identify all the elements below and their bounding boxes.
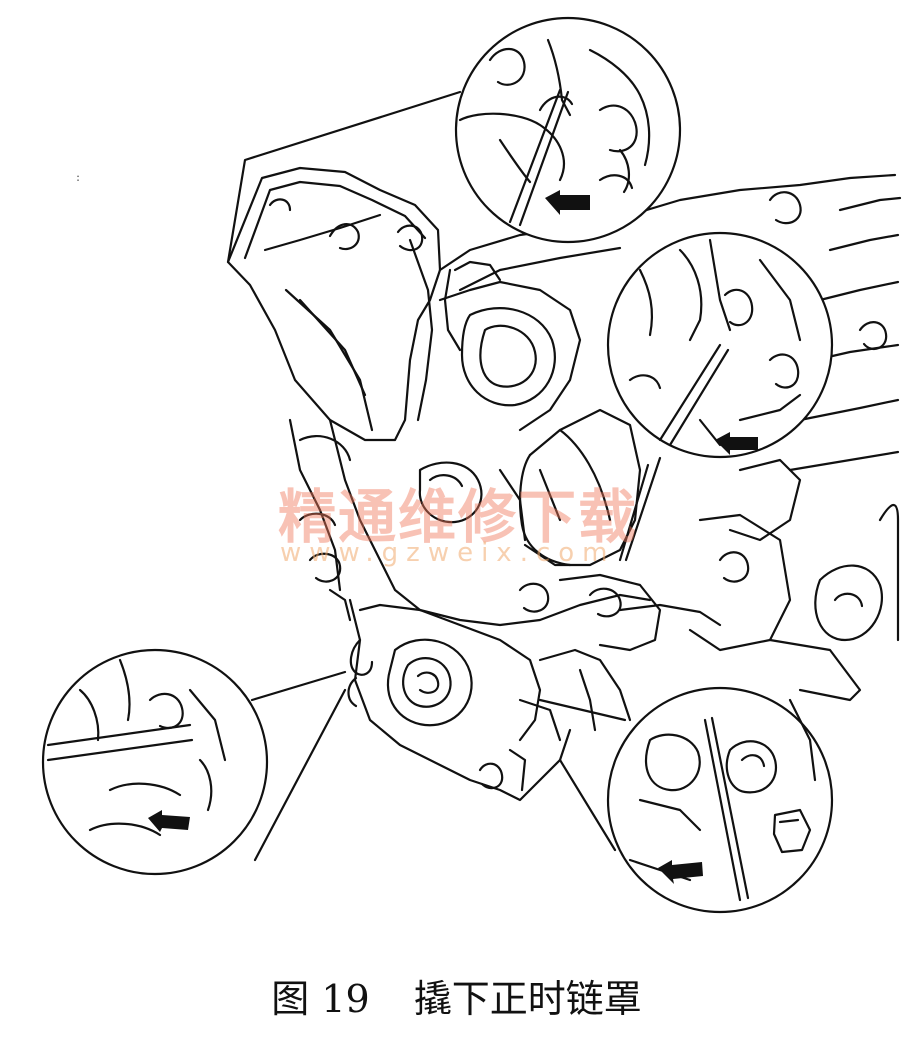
- zoom-callout-top: [226, 16, 682, 264]
- engine-block: [226, 166, 902, 802]
- arrow-icon: [658, 860, 703, 884]
- arrow-icon: [148, 810, 190, 832]
- arrow-icon: [545, 190, 590, 215]
- watermark-cn: 精通维修下载: [278, 483, 639, 551]
- zoom-callout-left: [41, 648, 347, 876]
- zoom-callout-right: [606, 231, 834, 562]
- watermark-url: www.gzweix.com: [280, 538, 616, 568]
- figure-title: 撬下正时链罩: [413, 977, 642, 1021]
- figure-caption: 图 19 撬下正时链罩: [0, 968, 913, 1023]
- figure-label: 图 19: [271, 977, 370, 1021]
- zoom-callout-bottom-right: [538, 686, 834, 914]
- arrow-icon: [715, 432, 758, 455]
- stray-mark: :: [76, 170, 81, 184]
